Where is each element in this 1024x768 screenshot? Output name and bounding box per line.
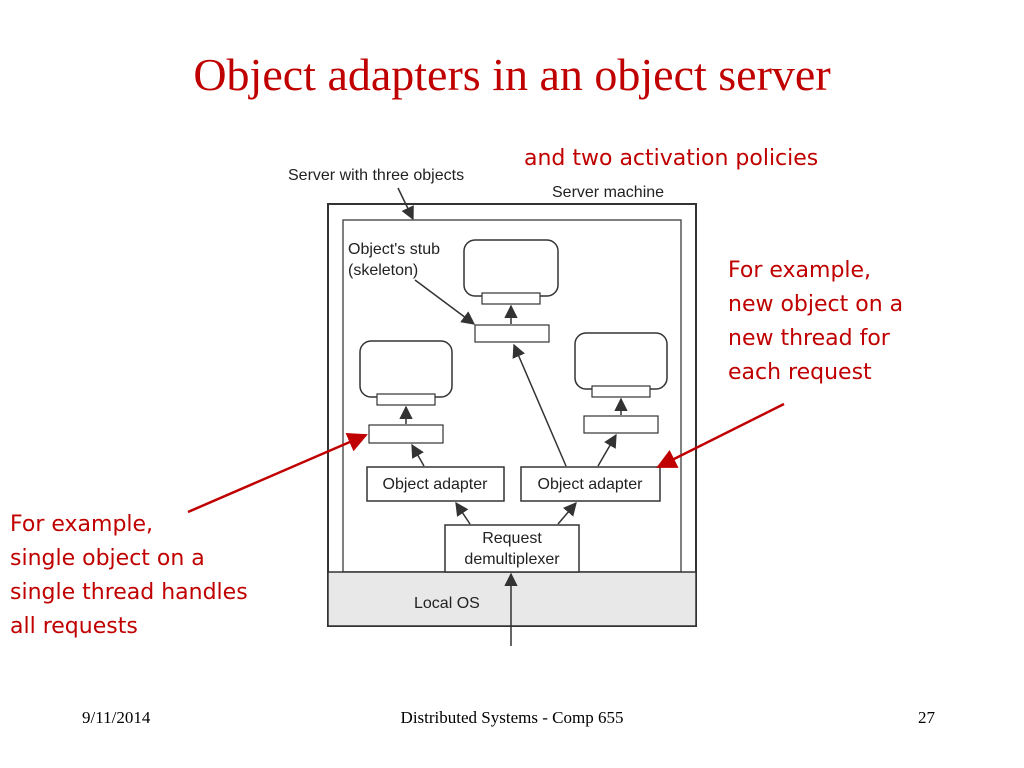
left-note: For example, single object on a single t…	[10, 508, 248, 644]
arrow-adapter-right-to-top	[512, 343, 567, 467]
server-machine-label: Server machine	[552, 184, 664, 201]
slide-title: Object adapters in an object server	[193, 49, 831, 100]
demux-label-line1: Request	[482, 530, 542, 547]
object-adapter-left-label: Object adapter	[383, 476, 489, 493]
server-with-objects-label: Server with three objects	[288, 167, 464, 184]
right-note: For example, new object on a new thread …	[728, 254, 903, 390]
arrow-adapter-right-to-stub	[597, 433, 617, 467]
object-left-interface	[376, 393, 436, 406]
object-right-interface	[591, 385, 651, 398]
object-right	[574, 332, 668, 390]
arrow-demux-to-right-adapter	[557, 501, 577, 525]
footer-page-number: 27	[918, 708, 935, 727]
arrow-demux-to-left-adapter	[455, 501, 471, 525]
right-note-line: each request	[728, 360, 872, 385]
right-note-line: For example,	[728, 258, 872, 283]
demux-label-line2: demultiplexer	[464, 551, 560, 568]
right-note-line: new thread for	[728, 326, 890, 351]
object-adapter-left-box	[366, 466, 505, 502]
left-note-line: all requests	[10, 614, 138, 639]
object-left	[359, 340, 453, 398]
right-callout-arrow	[656, 402, 785, 469]
stub-top	[474, 324, 550, 343]
stub-label-line2: (skeleton)	[348, 262, 418, 279]
stub-right	[583, 415, 659, 434]
object-top-interface	[481, 292, 541, 305]
stub-left	[368, 424, 444, 444]
request-demultiplexer-box	[444, 524, 580, 573]
left-note-line: single thread handles	[10, 580, 248, 605]
left-note-line: single object on a	[10, 546, 205, 571]
left-note-line: For example,	[10, 512, 154, 537]
local-os-label: Local OS	[414, 595, 480, 612]
stub-label-line1: Object's stub	[348, 241, 440, 258]
object-adapter-right-box	[520, 466, 661, 502]
object-top	[463, 239, 559, 297]
object-adapter-right-label: Object adapter	[538, 476, 644, 493]
top-note: and two activation policies	[524, 146, 819, 171]
stub-pointer-arrow	[414, 279, 476, 325]
arrow-adapter-left-to-stub	[411, 443, 425, 467]
left-callout-arrow	[187, 432, 368, 514]
footer-course: Distributed Systems - Comp 655	[400, 708, 624, 727]
right-note-line: new object on a	[728, 292, 904, 317]
local-os-box	[327, 571, 697, 627]
footer-date: 9/11/2014	[82, 708, 151, 727]
